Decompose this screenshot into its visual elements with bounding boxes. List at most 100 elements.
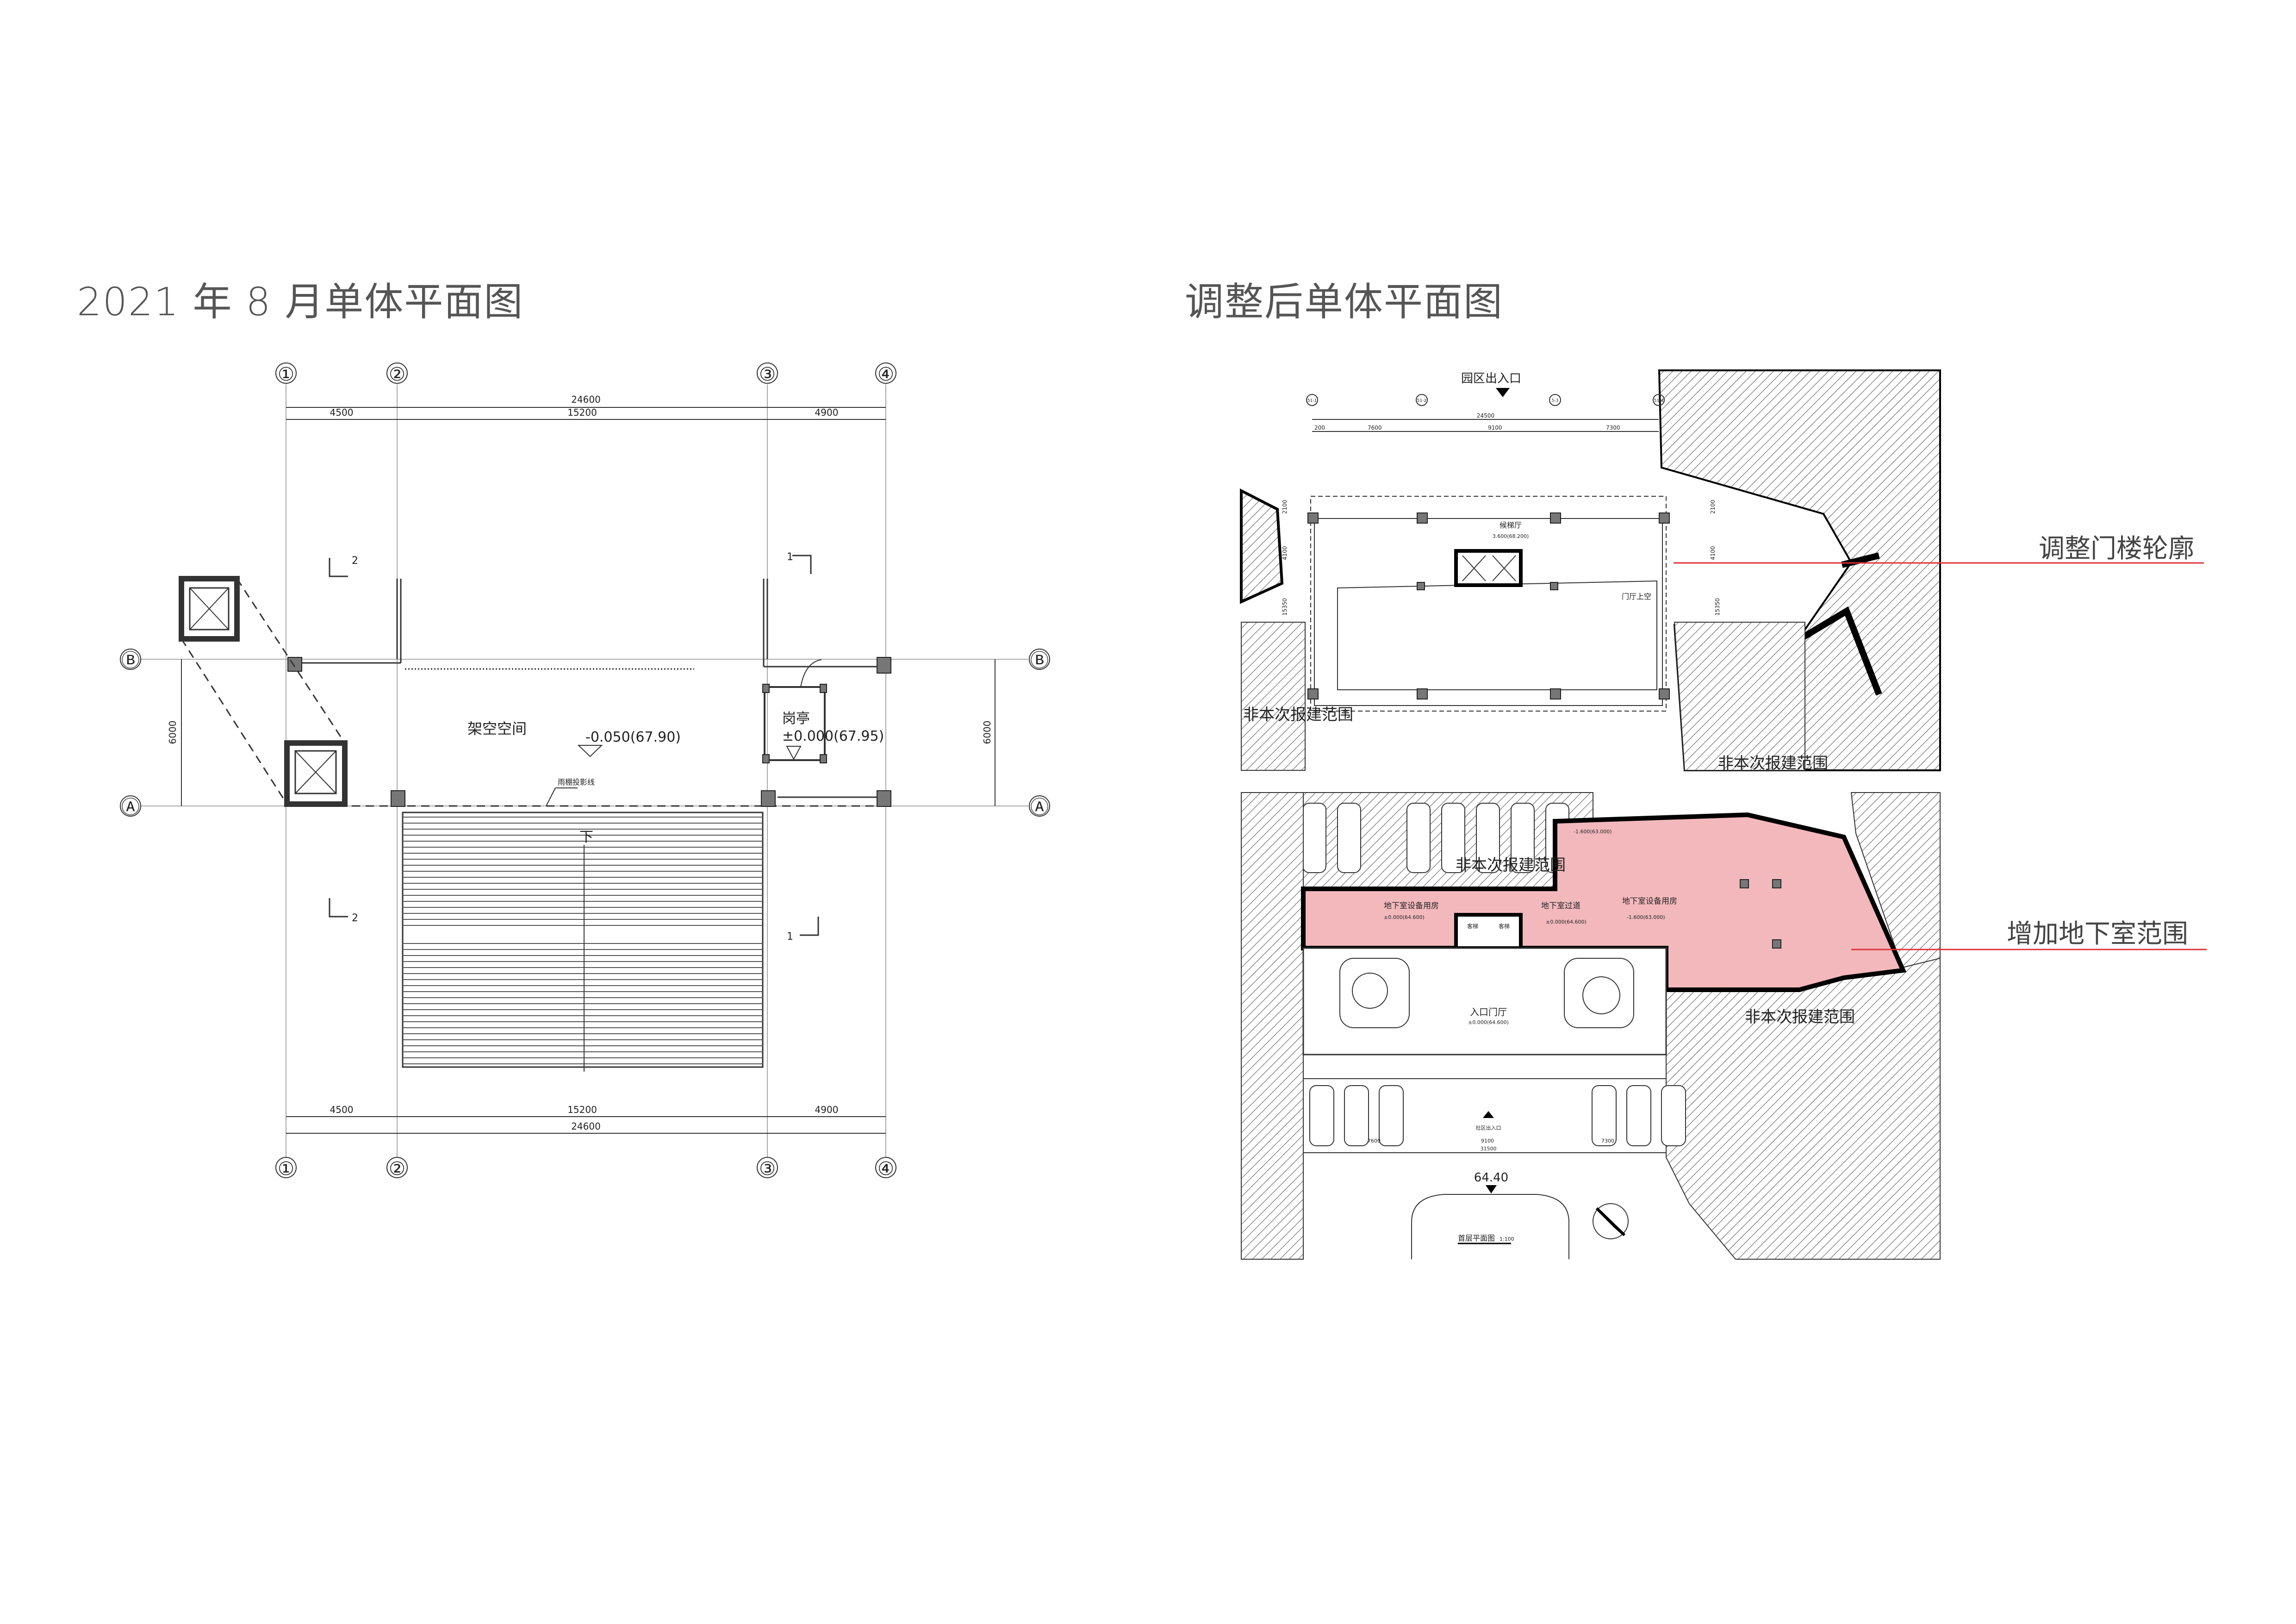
axis-bubbles-side: Ⓑ Ⓐ Ⓑ Ⓐ (120, 649, 1050, 818)
svg-text:③: ③ (759, 364, 776, 385)
svg-text:15350: 15350 (1282, 598, 1288, 616)
park-entrance-label: 园区出入口 (1461, 372, 1521, 386)
car-icon (1379, 1085, 1404, 1146)
out-of-scope-label: 非本次报建范围 (1243, 706, 1353, 724)
svg-text:31500: 31500 (1481, 1146, 1497, 1152)
car-icon (1337, 803, 1361, 873)
car-icon (1626, 1085, 1651, 1146)
svg-text:4100: 4100 (1710, 546, 1716, 560)
stair-outline (402, 812, 764, 1068)
svg-text:±0.000(64.600): ±0.000(64.600) (1468, 1019, 1509, 1025)
car-icon (1344, 1085, 1369, 1146)
passenger-lift (1454, 913, 1523, 950)
svg-text:2: 2 (352, 912, 358, 924)
svg-text:24600: 24600 (571, 394, 601, 405)
svg-text:2100: 2100 (1710, 500, 1716, 514)
room-label-pilotis: 架空空间 (467, 720, 527, 737)
svg-text:④: ④ (877, 364, 894, 385)
svg-text:-1.600(63.000): -1.600(63.000) (1627, 914, 1665, 920)
svg-text:24600: 24600 (571, 1121, 601, 1132)
adjusted-gate-plan: 园区出入口 51-1 51-2 5-3 51-4 24500 200 7600 … (1240, 369, 1941, 773)
svg-text:2: 2 (352, 555, 358, 567)
svg-text:200: 200 (1314, 425, 1325, 431)
svg-text:岗亭: 岗亭 (782, 711, 810, 727)
svg-text:②: ② (389, 1158, 405, 1180)
svg-text:6000: 6000 (167, 721, 178, 744)
svg-text:7600: 7600 (1368, 425, 1382, 431)
svg-text:24500: 24500 (1477, 412, 1494, 419)
car-icon (1406, 803, 1431, 873)
out-of-scope-label: 非本次报建范围 (1718, 754, 1828, 773)
out-of-scope-label: 非本次报建范围 (1456, 856, 1566, 874)
svg-text:入口门厅: 入口门厅 (1470, 1006, 1507, 1018)
dimensions-top: 24600 4500 15200 4900 (286, 394, 886, 420)
elevator-upper (179, 576, 240, 642)
level-mark-pilotis: -0.050(67.90) (577, 729, 681, 757)
right-plan-title: 调整后单体平面图 (1185, 279, 1504, 325)
svg-text:-1.600(63.000): -1.600(63.000) (1574, 829, 1612, 835)
canopy-projection-label: 雨棚投影线 (546, 778, 595, 806)
plan-title: 首层平面图 (1458, 1234, 1495, 1243)
axis-bubbles-top: ① ② ③ ④ (275, 362, 896, 385)
equipment-room-label: 地下室设备用房 (1622, 897, 1677, 906)
left-floor-plan: ① ② ③ ④ ① ② ③ ④ Ⓑ Ⓐ Ⓑ Ⓐ 24600 4500 15200… (120, 362, 1050, 1180)
svg-text:4900: 4900 (815, 1104, 839, 1115)
svg-text:1: 1 (787, 551, 793, 563)
car-icon (1302, 803, 1326, 873)
dimensions-side: 6000 6000 (167, 659, 996, 806)
car-icon (1441, 803, 1465, 873)
site-level: 64.40 (1474, 1171, 1508, 1185)
svg-text:±0.000(67.95): ±0.000(67.95) (782, 728, 884, 744)
dimensions-bottom: 4500 15200 4900 24600 (286, 1104, 886, 1134)
svg-text:5-3: 5-3 (1552, 399, 1559, 403)
svg-text:51-1: 51-1 (1307, 399, 1317, 403)
svg-text:1:100: 1:100 (1500, 1236, 1514, 1242)
svg-text:3.600(68.200): 3.600(68.200) (1493, 533, 1529, 539)
car-icon (1592, 1085, 1617, 1146)
svg-text:4500: 4500 (330, 1104, 354, 1115)
car-icon (1511, 803, 1535, 873)
svg-text:51-4: 51-4 (1654, 399, 1664, 403)
community-entrance-label: 社区出入口 (1476, 1124, 1501, 1131)
north-arrow-icon (1593, 1203, 1629, 1239)
svg-text:②: ② (389, 364, 405, 385)
svg-text:-0.050(67.90): -0.050(67.90) (585, 729, 681, 745)
svg-text:15350: 15350 (1714, 598, 1721, 616)
svg-text:7600: 7600 (1368, 1138, 1381, 1144)
svg-text:4900: 4900 (815, 407, 839, 418)
svg-text:1: 1 (787, 931, 793, 943)
svg-text:①: ① (278, 1158, 294, 1180)
car-icon (1476, 803, 1500, 873)
stairs (402, 812, 764, 1068)
axis-grid (141, 384, 1028, 1157)
guard-booth: 岗亭 ±0.000(67.95) (762, 659, 884, 763)
svg-text:6000: 6000 (982, 721, 993, 744)
columns (287, 657, 891, 807)
elevator-lower (284, 740, 348, 807)
equipment-room-label: 地下室设备用房 (1384, 901, 1439, 911)
entrance-hall: 入口门厅 ±0.000(64.600) (1302, 947, 1667, 1056)
svg-text:客梯: 客梯 (1467, 923, 1478, 930)
car-icon (1661, 1085, 1686, 1146)
annotation-gate-outline: 调整门楼轮廓 (2039, 534, 2194, 564)
annotation-basement-extent: 增加地下室范围 (2007, 919, 2188, 949)
svg-text:±0.000(64.600): ±0.000(64.600) (1546, 919, 1587, 925)
car-icon (1309, 1085, 1334, 1146)
svg-text:2100: 2100 (1282, 500, 1288, 514)
svg-text:①: ① (278, 364, 294, 385)
stair-down-label: 下 (579, 829, 593, 845)
corridor-label: 地下室过道 (1541, 901, 1580, 911)
svg-text:④: ④ (877, 1158, 894, 1180)
svg-text:9100: 9100 (1488, 425, 1502, 431)
svg-text:9100: 9100 (1481, 1138, 1494, 1144)
svg-text:4100: 4100 (1282, 546, 1288, 560)
svg-text:Ⓑ: Ⓑ (121, 650, 140, 671)
svg-text:Ⓑ: Ⓑ (1030, 650, 1049, 671)
gate-dimensions: 24500 200 7600 9100 7300 2100 4100 15350… (1282, 412, 1721, 616)
svg-text:客梯: 客梯 (1499, 923, 1510, 930)
parking-stalls-bottom (1309, 1085, 1686, 1146)
section-marks: 2 1 2 1 (329, 551, 819, 943)
svg-text:4500: 4500 (330, 407, 354, 418)
svg-text:7300: 7300 (1601, 1138, 1614, 1144)
